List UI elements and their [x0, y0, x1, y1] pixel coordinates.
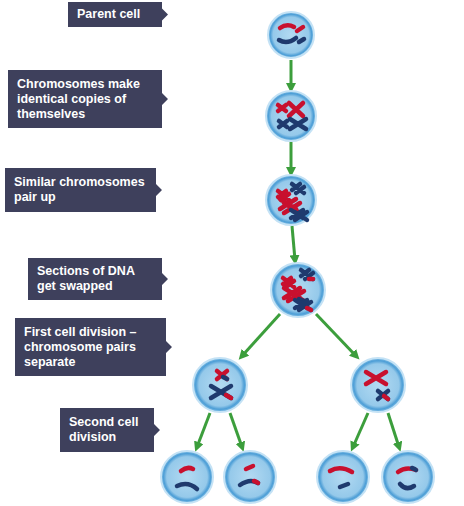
green-arrows-part	[242, 314, 280, 356]
green-arrows-part	[230, 413, 242, 447]
chromosomes-part	[297, 27, 303, 31]
chromosomes-part	[246, 466, 253, 469]
cells-part	[193, 358, 247, 412]
cells	[161, 12, 434, 503]
cells-part	[271, 263, 325, 317]
green-arrows-part	[388, 413, 399, 447]
chromosomes-part	[292, 184, 304, 193]
chromosomes-part	[340, 484, 348, 487]
label-pointer-box	[8, 70, 168, 128]
cells-part	[268, 12, 314, 58]
chromosomes-part	[177, 484, 197, 489]
chromosomes-part	[278, 105, 286, 111]
green-arrows-part	[290, 60, 293, 88]
chromosomes-part	[289, 103, 303, 116]
label-pointer-box	[60, 408, 160, 452]
step-text: Second cell division	[69, 415, 146, 445]
label-pointer-box	[5, 168, 162, 212]
green-arrows-part	[290, 142, 293, 172]
chromosomes-part	[299, 39, 304, 42]
step-label: Second cell division	[60, 408, 160, 452]
chromosomes-part	[378, 391, 388, 399]
cells-part	[351, 358, 405, 412]
step-label: First cell division – chromosome pairs s…	[15, 318, 172, 376]
chromosomes-part	[279, 121, 287, 127]
chromosomes-part	[283, 278, 294, 287]
cells-part	[382, 451, 434, 503]
cells-part	[161, 451, 213, 503]
step-label: Similar chromosomes pair up	[5, 168, 162, 212]
step-text: Sections of DNA get swapped	[37, 264, 154, 294]
chromosomes-part	[400, 484, 414, 488]
cells-part	[224, 451, 276, 503]
step-text: Parent cell	[77, 7, 140, 22]
green-arrows-part	[197, 413, 210, 447]
step-text: First cell division – chromosome pairs s…	[24, 325, 158, 370]
step-text: Similar chromosomes pair up	[14, 175, 148, 205]
chromosomes-part	[240, 481, 258, 485]
label-pointer-box	[15, 318, 172, 376]
chromosomes-part	[384, 396, 388, 399]
cells-part	[266, 91, 316, 141]
chromosomes-part	[279, 38, 296, 42]
green-arrows-part	[292, 226, 295, 260]
chromosomes-part	[398, 468, 416, 472]
chromosomes-part	[217, 371, 227, 379]
chromosomes-part	[181, 468, 193, 471]
label-pointer-box	[68, 2, 168, 27]
green-arrows-part	[316, 314, 356, 356]
chromosomes-part	[412, 468, 416, 470]
step-text: Chromosomes make identical copies of the…	[17, 77, 154, 122]
chromosomes-part	[307, 308, 311, 310]
chromosomes	[177, 25, 416, 489]
chromosomes-part	[226, 395, 231, 398]
chromosomes-part	[291, 210, 307, 220]
chromosomes-part	[301, 270, 313, 279]
chromosomes-part	[309, 277, 313, 282]
step-label: Sections of DNA get swapped	[28, 258, 168, 300]
cells-part	[266, 175, 316, 225]
chromosomes-part	[223, 377, 227, 379]
chromosomes-part	[295, 300, 311, 310]
green-arrows-part	[353, 413, 368, 447]
chromosomes-part	[290, 119, 306, 129]
label-pointer-box	[28, 258, 168, 300]
chromosomes-part	[366, 372, 386, 384]
chromosomes-part	[330, 468, 352, 472]
step-label: Chromosomes make identical copies of the…	[8, 70, 168, 128]
chromosomes-part	[254, 481, 258, 483]
cells-part	[317, 451, 369, 503]
chromosomes-part	[280, 25, 294, 28]
step-label: Parent cell	[68, 2, 168, 27]
chromosomes-part	[211, 386, 231, 398]
